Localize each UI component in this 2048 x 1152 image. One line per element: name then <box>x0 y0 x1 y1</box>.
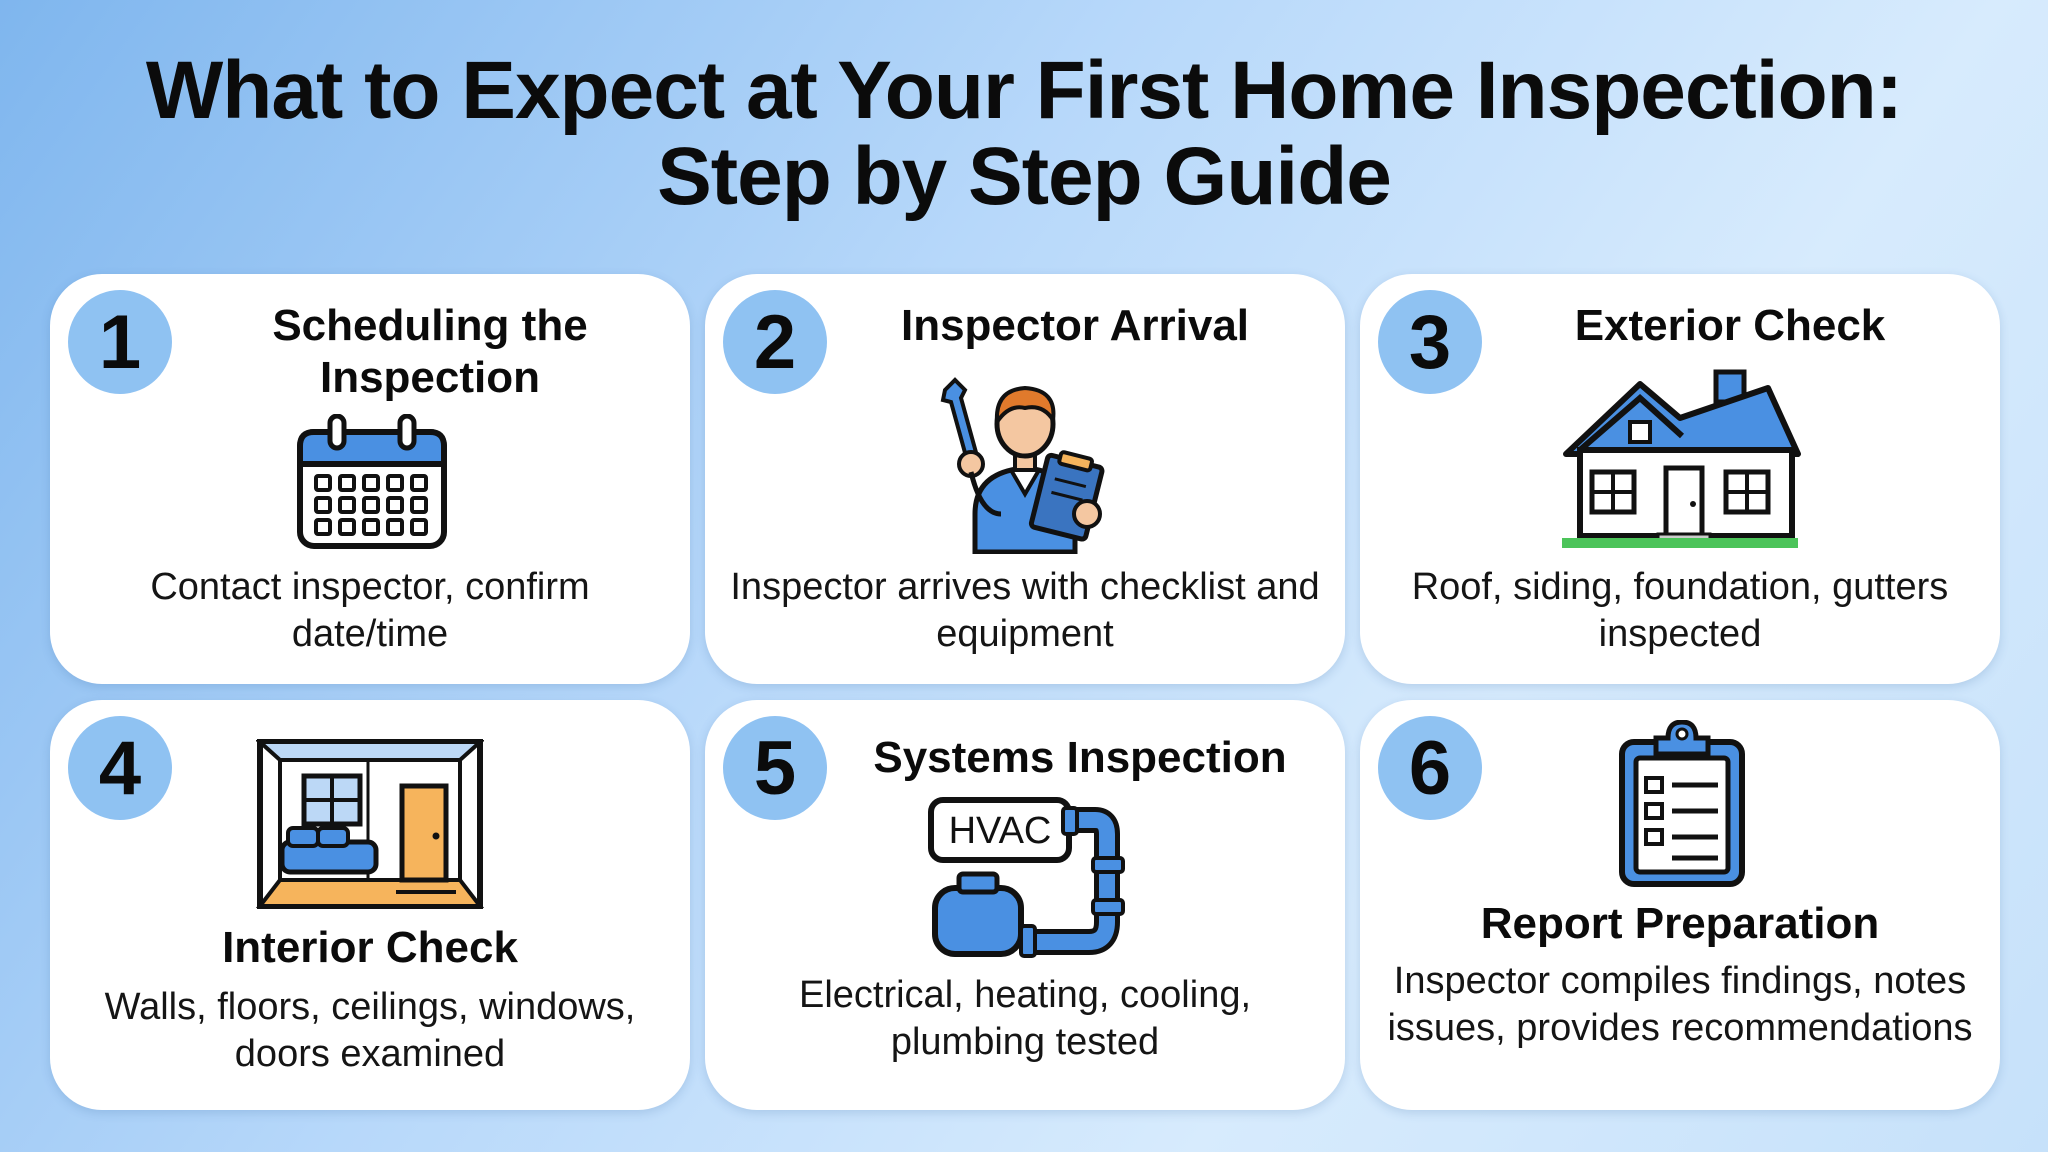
step-title-1: Scheduling the Inspection <box>272 301 588 402</box>
step-description-3: Roof, siding, foundation, gutters inspec… <box>1411 566 1949 655</box>
step-number-4: 4 <box>68 716 172 820</box>
step-number-6: 6 <box>1378 716 1482 820</box>
house-icon <box>1562 369 1801 548</box>
calendar-day-cell <box>362 518 380 536</box>
step-number-1: 1 <box>68 290 172 394</box>
step-title-4: Interior Check <box>222 923 518 972</box>
calendar-day-cell <box>410 496 428 514</box>
calendar-icon <box>297 414 447 549</box>
page-title: What to Expect at Your First Home Inspec… <box>0 48 2048 220</box>
step-number-3: 3 <box>1378 290 1482 394</box>
step-description-2: Inspector arrives with checklist and equ… <box>730 566 1320 655</box>
clipboard-icon <box>1619 720 1745 887</box>
room-icon <box>256 739 484 909</box>
step-card-5: 5 Systems Inspection HVAC Electrical, he… <box>705 700 1345 1110</box>
step-card-6: 6 Report Preparation Inspector compiles … <box>1360 700 2000 1110</box>
calendar-day-cell <box>314 518 332 536</box>
step-title-2: Inspector Arrival <box>900 301 1250 350</box>
calendar-day-cell <box>362 474 380 492</box>
calendar-day-cell <box>386 518 404 536</box>
step-number-5: 5 <box>723 716 827 820</box>
step-description-6: Inspector compiles findings, notes issue… <box>1387 960 1973 1049</box>
calendar-day-cell <box>314 474 332 492</box>
step-number-2: 2 <box>723 290 827 394</box>
step-card-1: 1 Scheduling the Inspection Contact insp… <box>50 274 690 684</box>
step-card-3: 3 Exterior Check Roof, siding, foundatio… <box>1360 274 2000 684</box>
step-title-6: Report Preparation <box>1480 899 1880 948</box>
step-description-1: Contact inspector, confirm date/time <box>150 566 590 655</box>
step-description-4: Walls, floors, ceilings, windows, doors … <box>104 986 636 1075</box>
calendar-day-cell <box>410 474 428 492</box>
title-line-2: Step by Step Guide <box>657 131 1392 222</box>
hvac-label: HVAC <box>949 810 1052 852</box>
calendar-day-cell <box>338 474 356 492</box>
step-title-5: Systems Inspection <box>873 733 1287 782</box>
calendar-day-cell <box>386 496 404 514</box>
calendar-day-cell <box>362 496 380 514</box>
title-line-1: What to Expect at Your First Home Inspec… <box>145 45 1903 136</box>
calendar-day-cell <box>386 474 404 492</box>
step-card-2: 2 Inspector Arrival Inspector arrives wi… <box>705 274 1345 684</box>
calendar-day-cell <box>410 518 428 536</box>
calendar-day-cell <box>314 496 332 514</box>
calendar-day-cell <box>338 518 356 536</box>
inspector-icon <box>940 377 1105 554</box>
step-description-5: Electrical, heating, cooling, plumbing t… <box>798 974 1252 1063</box>
hvac-icon: HVAC <box>928 797 1125 958</box>
calendar-day-cell <box>338 496 356 514</box>
step-title-3: Exterior Check <box>1574 301 1886 350</box>
step-card-4: 4 Interior Check Walls, floors, ceilings… <box>50 700 690 1110</box>
